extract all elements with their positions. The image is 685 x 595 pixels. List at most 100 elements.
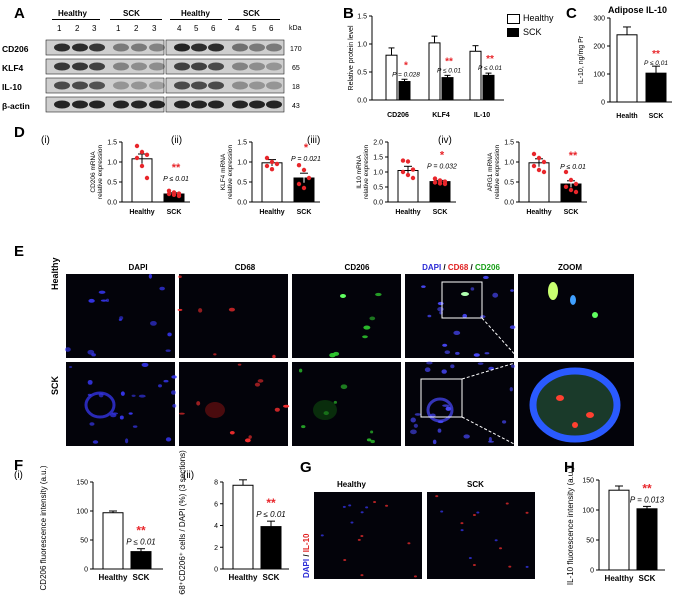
p-value: P ≤ 0.01 — [560, 164, 586, 171]
cell-signal — [508, 565, 512, 568]
blot-band — [149, 62, 165, 71]
blot-band — [249, 43, 265, 52]
zoom-connector — [481, 317, 519, 359]
blot-band — [249, 100, 265, 109]
blot-strip — [165, 58, 285, 75]
cd206-signal — [461, 292, 469, 296]
cell-nucleus — [426, 361, 433, 365]
micrograph-g-healthy — [314, 492, 422, 579]
y-tick-label: 100 — [582, 508, 594, 515]
y-tick-label: 0.0 — [504, 200, 514, 207]
x-tick-label: Healthy — [129, 209, 154, 216]
x-tick-label: Healthy — [605, 574, 634, 583]
data-point — [274, 161, 280, 167]
x-tick-label: SCK — [167, 209, 182, 216]
cell-cluster — [426, 397, 454, 423]
cell-nucleus — [165, 349, 171, 352]
zoom-cell — [556, 395, 564, 401]
cell-cluster — [84, 391, 116, 419]
cell-nucleus — [257, 379, 264, 383]
cell-nucleus — [445, 406, 452, 411]
y-axis-label-gene: ARG1 mRNA — [487, 152, 494, 191]
data-point — [536, 155, 542, 161]
cell-nucleus — [492, 292, 499, 298]
zoom-connector — [461, 416, 519, 447]
kda-value: 43 — [292, 103, 300, 110]
y-axis-label: IL-10 fluorescence intensity (a.u.) — [566, 467, 575, 586]
cell-signal — [343, 558, 347, 561]
x-tick-label: Health — [616, 113, 637, 120]
p-value: P ≤ 0.01 — [256, 510, 285, 519]
cell-nucleus — [413, 423, 418, 428]
cell-nucleus — [473, 353, 480, 357]
lane-number: 5 — [194, 24, 199, 33]
blot-band — [232, 43, 248, 52]
cell-nucleus — [229, 431, 235, 435]
blot-band — [174, 100, 190, 109]
cell-nucleus — [167, 332, 172, 337]
p-value: P = 0.021 — [291, 156, 321, 163]
panel-label-b: B — [343, 5, 354, 22]
cd206-signal — [340, 294, 346, 298]
y-tick-label: 1.0 — [237, 160, 247, 167]
data-point — [410, 175, 416, 181]
cell-nucleus — [501, 420, 507, 424]
blot-band — [191, 62, 207, 71]
lane-number: 4 — [177, 24, 182, 33]
cell-signal — [472, 563, 476, 566]
cell-signal — [407, 542, 411, 545]
cell-nucleus — [370, 430, 374, 434]
cell-nucleus — [177, 308, 183, 311]
y-tick-label: 1.5 — [357, 14, 367, 21]
cell-nucleus — [89, 422, 95, 426]
blot-band — [174, 81, 190, 90]
y-tick-label: 0 — [590, 568, 594, 575]
p-value: P = 0.013 — [630, 495, 665, 504]
band-label: CD206 — [2, 44, 29, 54]
kda-value: 18 — [292, 84, 300, 91]
y-tick-label: 8 — [214, 480, 218, 487]
cell-nucleus — [366, 438, 372, 442]
blot-band — [249, 81, 265, 90]
blot-group-line — [170, 19, 222, 20]
significance-stars: * — [304, 142, 309, 154]
x-tick-label: CD206 — [387, 112, 409, 119]
cell-nucleus — [370, 439, 375, 444]
y-tick-label: 0.5 — [357, 70, 367, 77]
cell-cluster — [313, 400, 337, 420]
data-point — [301, 167, 307, 173]
blot-group-label: Healthy — [181, 9, 210, 18]
blot-band — [174, 43, 190, 52]
data-point — [171, 192, 177, 197]
blot-band — [208, 43, 224, 52]
y-tick-label: 0.0 — [107, 200, 117, 207]
cell-nucleus — [100, 299, 107, 302]
cell-signal — [468, 557, 472, 560]
x-tick-label: SCK — [639, 574, 656, 583]
blot-group-label: SCK — [243, 9, 260, 18]
legend-swatch-healthy — [507, 14, 520, 24]
zoom-cell — [572, 422, 578, 428]
cell-signal — [360, 574, 364, 577]
data-point — [568, 187, 574, 193]
lane-number: 1 — [57, 24, 62, 33]
blot-band — [174, 62, 190, 71]
panel-label-f: F — [14, 457, 24, 474]
blot-band — [249, 62, 265, 71]
data-point — [437, 181, 443, 186]
y-tick-label: 0.0 — [373, 200, 383, 207]
column-title-merge: DAPI / CD68 / CD206 — [422, 263, 500, 272]
data-point — [166, 191, 172, 197]
cell-nucleus — [483, 275, 489, 280]
zoom-cell — [570, 295, 576, 305]
data-point — [134, 143, 140, 149]
y-tick-label: 0.0 — [357, 98, 367, 105]
significance-stars: * — [404, 60, 408, 71]
cell-nucleus — [369, 316, 376, 321]
data-point — [301, 185, 307, 191]
blot-band — [131, 43, 147, 52]
blot-group-line — [52, 19, 100, 20]
cell-nucleus — [87, 379, 93, 385]
